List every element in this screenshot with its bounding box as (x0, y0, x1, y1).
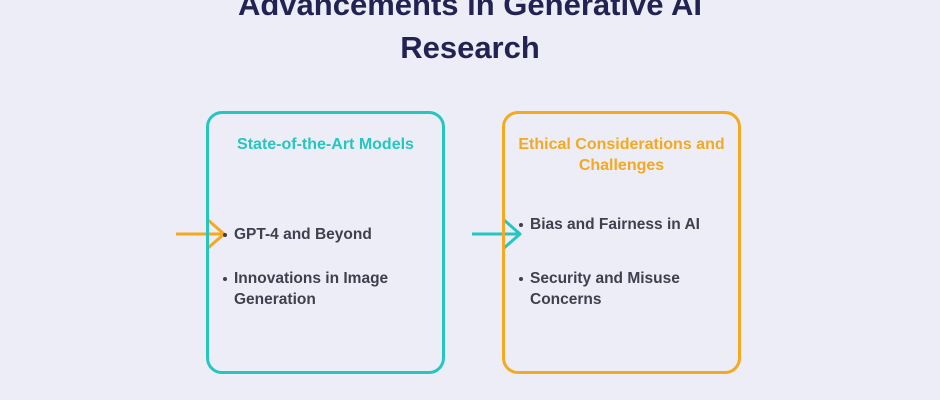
list-item: Innovations in Image Generation (223, 268, 434, 310)
diagram-title-line-2: Research (400, 30, 540, 65)
list-item-label: Security and Misuse Concerns (530, 270, 680, 308)
bullet-dot-icon (519, 223, 523, 227)
list-item-label: GPT-4 and Beyond (234, 226, 372, 243)
list-item: Bias and Fairness in AI (519, 214, 730, 235)
list-item-label: Bias and Fairness in AI (530, 216, 700, 233)
bullet-dot-icon (519, 277, 523, 281)
card-ethical-considerations: Ethical Considerations and Challenges Bi… (502, 111, 741, 374)
arrow-right-icon (472, 218, 522, 250)
card-heading: State-of-the-Art Models (237, 136, 414, 153)
card-heading: Ethical Considerations and Challenges (518, 136, 725, 174)
diagram-title-line-1: Advancements in Generative AI (237, 0, 703, 22)
list-item: Security and Misuse Concerns (519, 268, 730, 310)
bullet-dot-icon (223, 233, 227, 237)
list-item-label: Innovations in Image Generation (234, 270, 389, 308)
bullet-dot-icon (223, 277, 227, 281)
card-state-of-the-art-models: State-of-the-Art Models GPT-4 and Beyond… (206, 111, 445, 374)
list-item: GPT-4 and Beyond (223, 224, 434, 245)
